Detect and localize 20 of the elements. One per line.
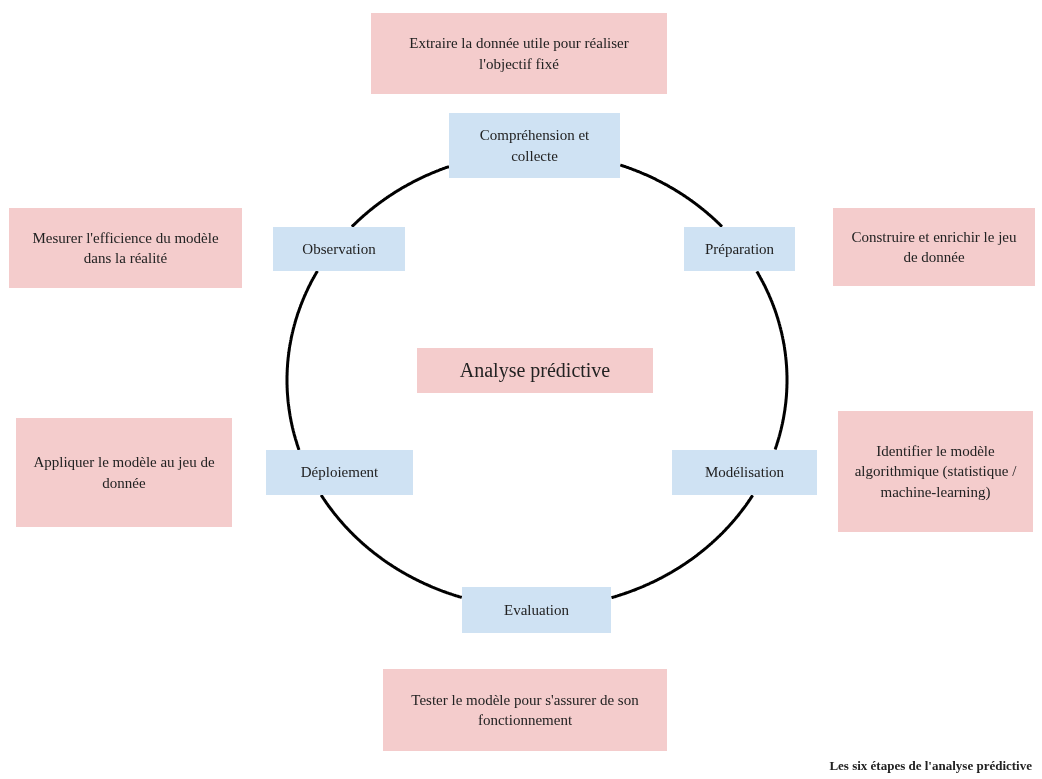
cycle-arc <box>755 270 789 451</box>
caption: Les six étapes de l'analyse prédictive <box>829 757 1032 775</box>
cycle-arc <box>285 270 319 451</box>
note-box: Mesurer l'efficience du modèle dans la réalité <box>9 208 242 288</box>
note-box: Tester le modèle pour s'assurer de son fonctionnement <box>383 669 667 751</box>
note-box: Identifier le modèle algorithmique (statistique / machine-learning) <box>838 411 1033 532</box>
cycle-arc <box>350 165 450 228</box>
step-box: Evaluation <box>462 587 611 633</box>
cycle-arc <box>319 494 463 599</box>
note-box: Appliquer le modèle au jeu de donnée <box>16 418 232 527</box>
step-box: Déploiement <box>266 450 413 495</box>
cycle-arc <box>619 163 724 228</box>
step-box: Compréhension et collecte <box>449 113 620 178</box>
cycle-arc <box>610 494 754 600</box>
step-box: Modélisation <box>672 450 817 495</box>
note-box: Extraire la donnée utile pour réaliser l'objectif fixé <box>371 13 667 94</box>
title-box: Analyse prédictive <box>417 348 653 393</box>
note-box: Construire et enrichir le jeu de donnée <box>833 208 1035 286</box>
step-box: Observation <box>273 227 405 271</box>
step-box: Préparation <box>684 227 795 271</box>
